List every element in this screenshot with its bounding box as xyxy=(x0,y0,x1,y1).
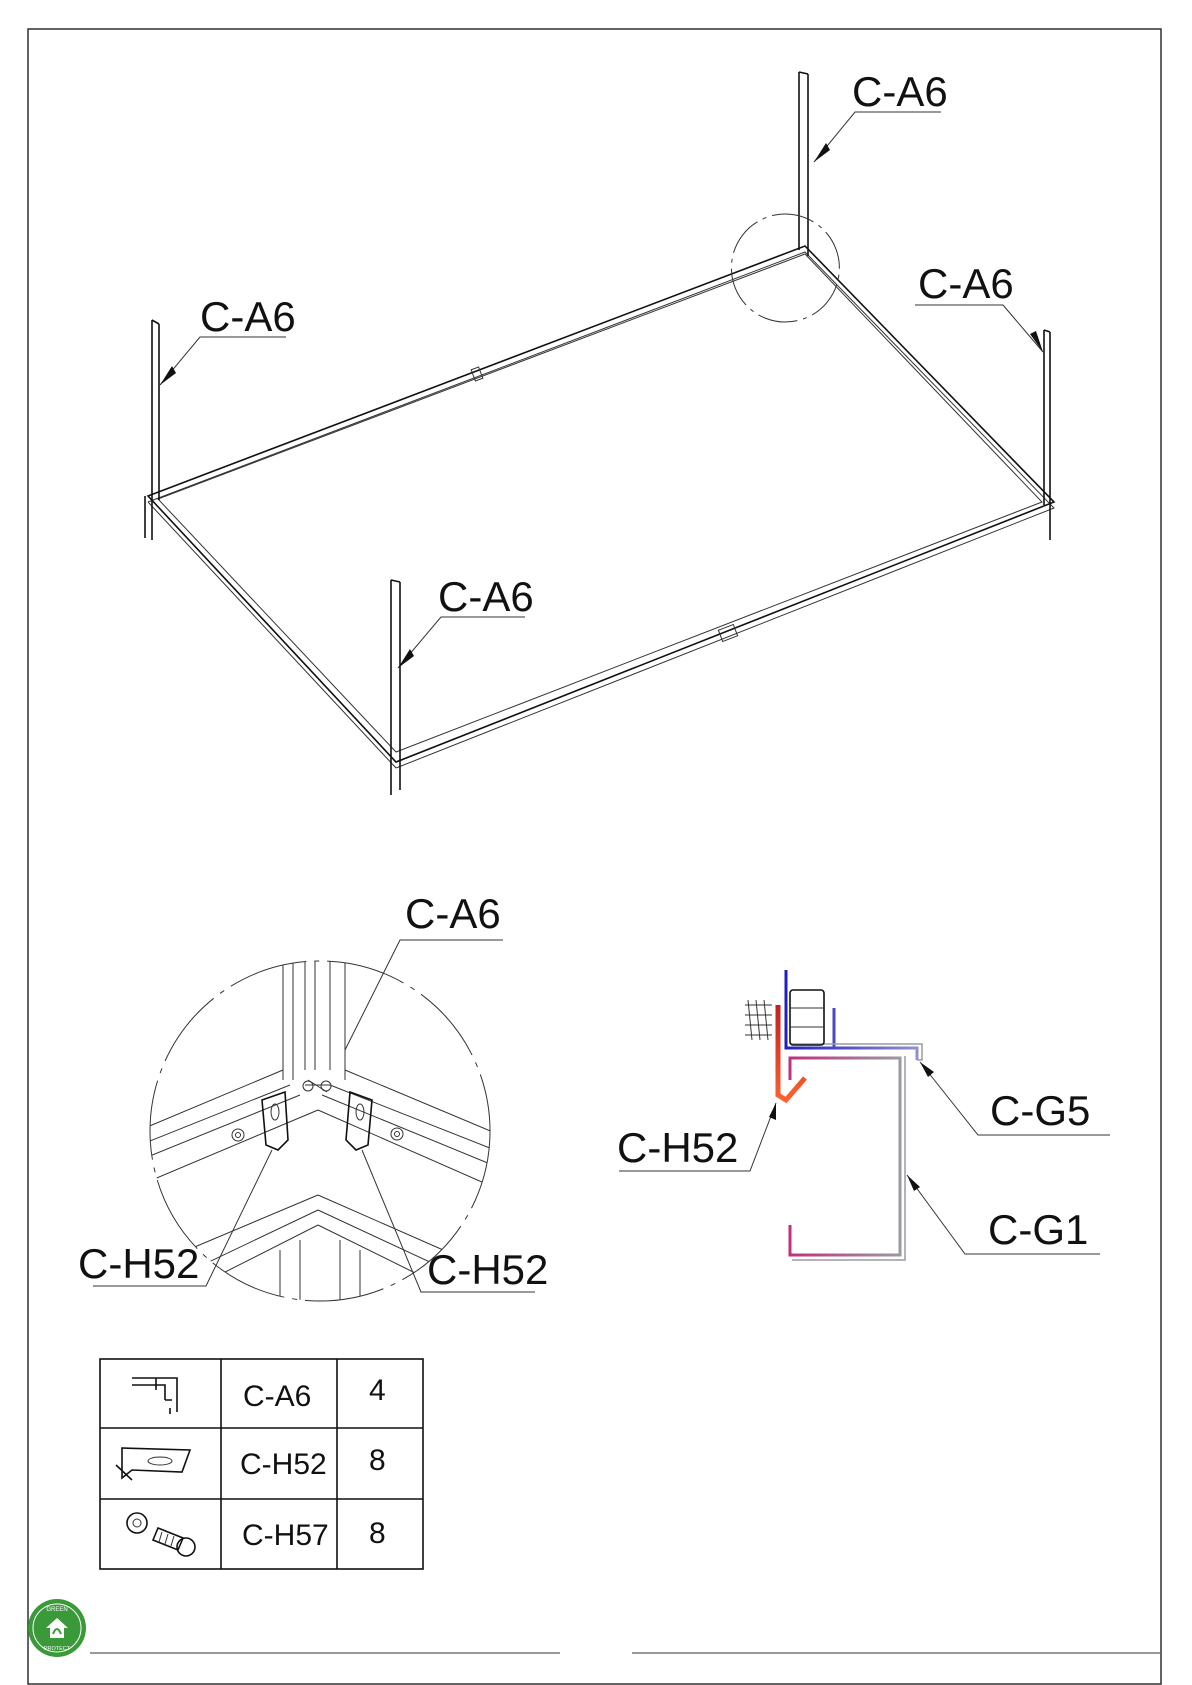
label-ca6-left: C-A6 xyxy=(200,293,296,340)
label-corner-ca6: C-A6 xyxy=(405,890,501,937)
corner-detail-view: C-A6 C-H52 C-H52 xyxy=(78,890,548,1310)
part-icon-nut-bolt xyxy=(127,1513,195,1556)
corner-post-front xyxy=(391,580,400,795)
part-icon-angle-profile xyxy=(132,1378,177,1414)
label-ca6-front: C-A6 xyxy=(438,573,534,620)
profile-c-g5 xyxy=(786,970,917,1060)
section-detail-view: C-G5 C-H52 C-G1 xyxy=(617,970,1110,1260)
label-corner-h52-left: C-H52 xyxy=(78,1240,199,1287)
label-ca6-top: C-A6 xyxy=(852,68,948,115)
part-code-ca6: C-A6 xyxy=(243,1380,311,1413)
leader-right xyxy=(915,305,1043,352)
part-qty-ca6: 4 xyxy=(369,1374,386,1407)
parts-table: C-A6 4 C-H52 8 C-H57 8 xyxy=(100,1359,423,1569)
corner-post-right xyxy=(1044,330,1050,540)
label-section-g5: C-G5 xyxy=(990,1087,1090,1134)
corner-post-back xyxy=(799,72,808,256)
green-protect-logo: GREEN PROTECT xyxy=(28,1599,86,1657)
profile-c-h52 xyxy=(778,1005,805,1100)
corner-post-left xyxy=(145,320,159,540)
part-qty-ch52: 8 xyxy=(369,1444,386,1477)
overview-view: C-A6 C-A6 C-A6 C-A6 xyxy=(145,68,1054,795)
label-ca6-right: C-A6 xyxy=(918,260,1014,307)
leader-corner-ca6 xyxy=(345,940,503,1050)
label-section-h52: C-H52 xyxy=(617,1124,738,1171)
label-corner-h52-right: C-H52 xyxy=(427,1246,548,1293)
label-section-g1: C-G1 xyxy=(988,1206,1088,1253)
part-code-ch57: C-H57 xyxy=(242,1519,329,1552)
part-icon-bracket xyxy=(116,1448,190,1480)
leader-top-right xyxy=(814,112,941,162)
part-code-ch52: C-H52 xyxy=(240,1448,327,1481)
leader-front xyxy=(398,617,525,668)
part-qty-ch57: 8 xyxy=(369,1517,386,1550)
logo-text-bottom: PROTECT xyxy=(44,1646,71,1652)
logo-text-top: GREEN xyxy=(46,1607,67,1613)
leader-left xyxy=(160,337,286,385)
profile-c-g1 xyxy=(790,1058,900,1255)
